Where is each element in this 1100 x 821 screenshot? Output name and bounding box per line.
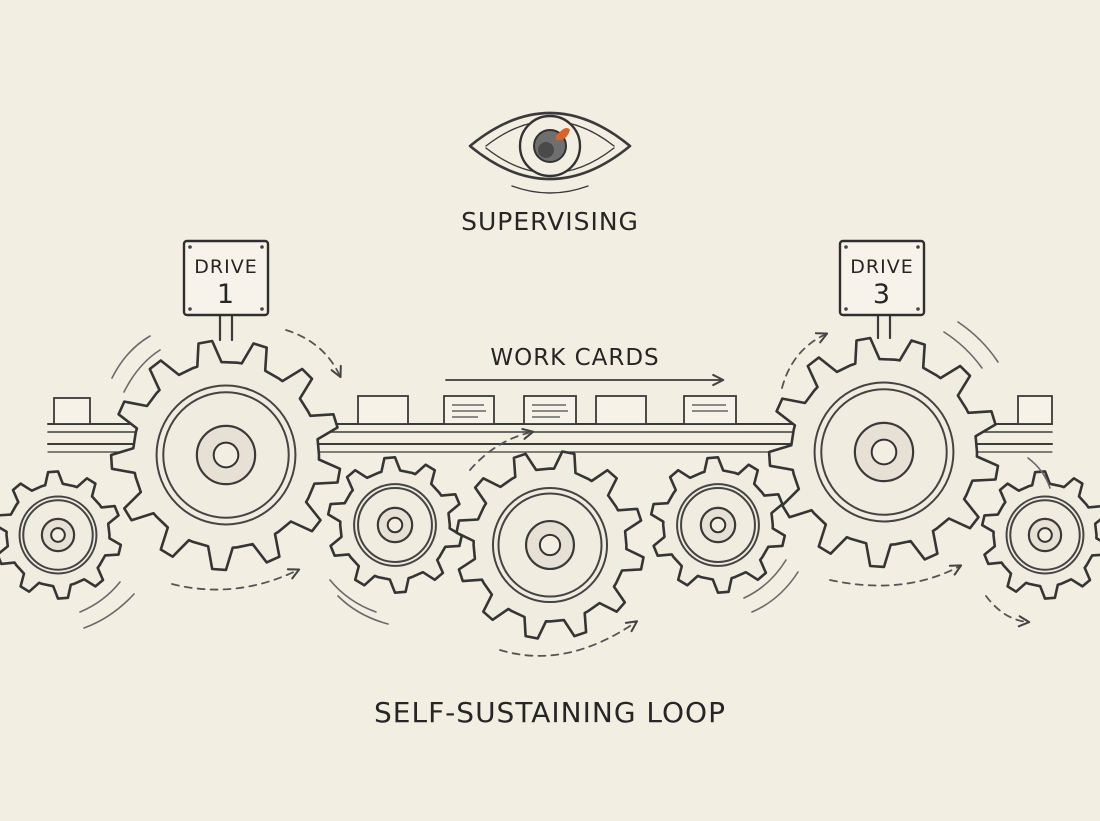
- drive-3-title: DRIVE: [850, 256, 913, 278]
- arrow-icon: [499, 620, 639, 657]
- work-cards: [53, 395, 1053, 425]
- arrow-icon: [469, 427, 535, 471]
- motion-lines: [79, 321, 1051, 629]
- drive-3-number: 3: [873, 279, 891, 310]
- drive-1-number: 1: [217, 279, 235, 310]
- gear-icon: [649, 456, 787, 594]
- gear-icon: [980, 470, 1100, 600]
- work-card: [357, 395, 409, 425]
- gear-icon: [767, 336, 1000, 569]
- eye-icon: [468, 111, 632, 194]
- work-card: [683, 395, 737, 425]
- gear-icon: [455, 450, 645, 640]
- work-card: [1017, 395, 1053, 425]
- rotation-arrows: [171, 329, 1031, 657]
- gear-train: [0, 336, 1100, 640]
- gear-icon: [109, 339, 342, 572]
- work-cards-label: WORK CARDS: [490, 345, 659, 371]
- arrow-icon: [985, 595, 1031, 628]
- arrow-icon: [829, 564, 963, 587]
- arrow-icon: [781, 332, 829, 389]
- work-card: [443, 395, 495, 425]
- work-card: [53, 397, 91, 425]
- arrow-icon: [171, 568, 301, 591]
- gear-icon: [0, 470, 123, 600]
- work-card: [523, 395, 577, 425]
- gear-icon: [326, 456, 464, 594]
- drive-1-title: DRIVE: [194, 256, 257, 278]
- drive-1-sign: DRIVE 1: [182, 239, 270, 342]
- work-card: [595, 395, 647, 425]
- supervising-label: SUPERVISING: [461, 207, 639, 236]
- drive-3-sign: DRIVE 3: [838, 239, 926, 340]
- loop-label: SELF-SUSTAINING LOOP: [374, 696, 726, 729]
- arrow-icon: [285, 329, 342, 379]
